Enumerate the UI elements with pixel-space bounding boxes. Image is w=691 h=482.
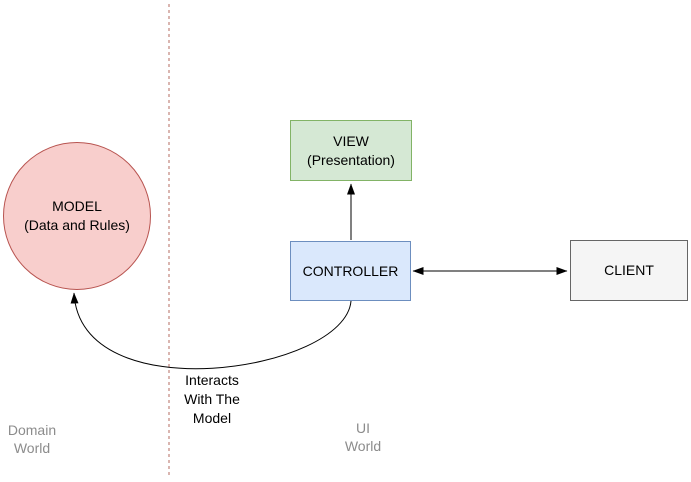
node-controller: CONTROLLER (290, 241, 411, 301)
node-controller-label: CONTROLLER (302, 262, 399, 279)
node-view: VIEW (Presentation) (290, 120, 412, 181)
ui-world-label: UI World (344, 420, 382, 454)
node-model: MODEL (Data and Rules) (3, 142, 151, 290)
domain-world-label: Domain World (7, 422, 57, 456)
controller-model-edge-label: Interacts With The Model (184, 372, 240, 426)
node-view-label: VIEW (Presentation) (307, 132, 395, 168)
node-client-label: CLIENT (604, 262, 654, 278)
node-model-label: MODEL (Data and Rules) (24, 198, 130, 233)
controller-to-model-arrow (70, 292, 352, 370)
node-client: CLIENT (570, 240, 688, 301)
